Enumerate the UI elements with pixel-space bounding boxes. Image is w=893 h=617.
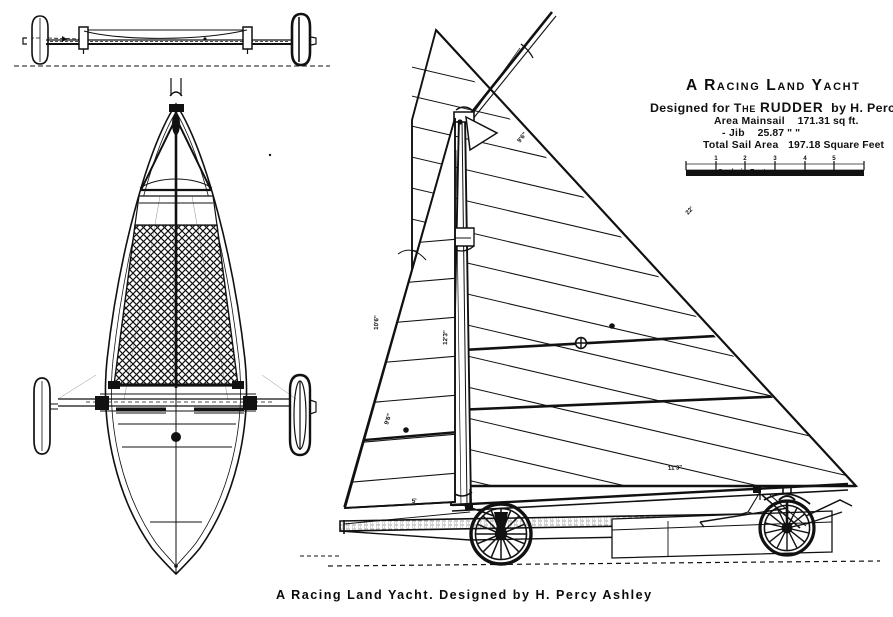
- mainsail-reef-cringle: [574, 336, 588, 350]
- sail-plan-elevation: 9'6" 10'6" 9'6" 12'3" 11'3" 5' 22': [327, 11, 881, 567]
- dim-jib-luff: 9'6": [383, 413, 393, 426]
- gunter-gaff: [466, 11, 557, 121]
- dim-mast-upper: 10'6": [373, 315, 381, 330]
- spec-row-jib: - Jib 25.87 " ": [722, 128, 800, 139]
- dim-leech: 22': [684, 205, 695, 216]
- title-publication-name: RUDDER: [760, 100, 824, 115]
- plan-right-wheel: [288, 373, 317, 457]
- mast: [447, 106, 499, 506]
- spec-label-total: Total Sail Area: [703, 140, 779, 151]
- dim-foot: 5': [412, 498, 418, 505]
- plan-mast-step-mark: [171, 432, 181, 442]
- svg-text:5: 5: [832, 155, 836, 162]
- dim-mast-lower: 12'3": [442, 330, 450, 345]
- spec-value-mainsail: 171.31 sq ft.: [797, 116, 859, 127]
- title-designed-for: Designed for: [650, 101, 730, 115]
- title-by: by: [831, 101, 847, 115]
- ground-line: [327, 560, 881, 567]
- spec-value-total: 197.18 Square Feet: [788, 140, 885, 151]
- spec-label-mainsail: Area Mainsail: [714, 116, 785, 127]
- scale-bar-label: Scale in Feet: [718, 169, 766, 176]
- plan-view: [33, 78, 340, 576]
- scale-bar-label-wrap: Scale in Feet: [683, 158, 863, 182]
- spec-row-mainsail: Area Mainsail 171.31 sq ft.: [714, 116, 858, 127]
- svg-text:3: 3: [773, 155, 777, 162]
- svg-text:1: 1: [714, 155, 718, 162]
- title-subtitle: Designed for The RUDDER by H. Percy Ashl…: [650, 100, 893, 115]
- title-main: A Racing Land Yacht: [686, 77, 861, 94]
- spec-row-total: Total Sail Area 197.18 Square Feet: [703, 140, 884, 151]
- steering-fork: [763, 486, 811, 528]
- title-designer: H. Percy Ashley: [850, 101, 893, 115]
- spec-value-jib: 25.87 " ": [757, 128, 801, 139]
- svg-text:4: 4: [803, 155, 807, 162]
- spec-label-jib: - Jib: [722, 128, 745, 139]
- front-elevation-right-wheel: [290, 12, 317, 67]
- dim-boom: 11'3": [668, 464, 683, 472]
- plate-caption: A Racing Land Yacht. Designed by H. Perc…: [276, 588, 653, 602]
- svg-text:2: 2: [743, 155, 747, 162]
- title-publication: The: [733, 101, 757, 115]
- jib: [343, 117, 456, 510]
- front-elevation-view: [14, 12, 330, 67]
- jib-grommet: [403, 427, 409, 433]
- mainsail-grommet: [609, 323, 615, 329]
- scale-bar: 1 2 3 4 5: [685, 155, 865, 176]
- plan-left-wheel: [33, 377, 58, 455]
- front-elevation-left-wheel: [22, 15, 49, 65]
